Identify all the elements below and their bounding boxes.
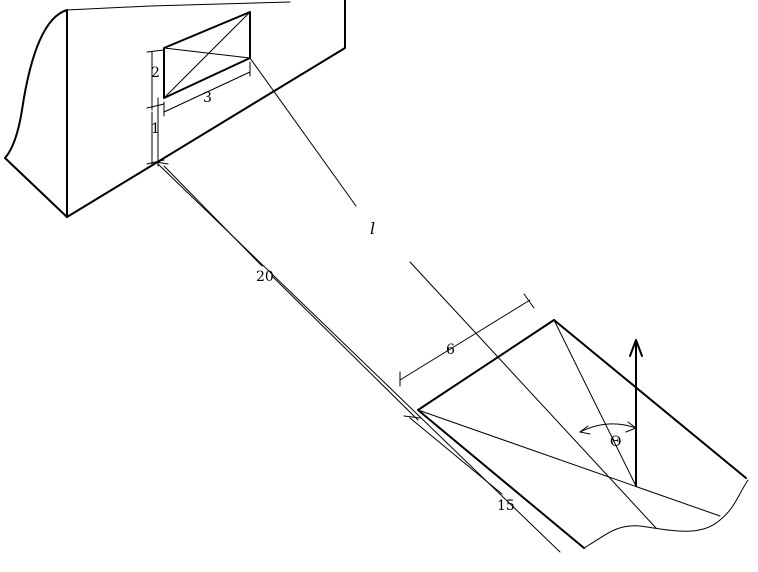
sight-line-lower bbox=[409, 261, 657, 529]
dim-patch-width-line bbox=[399, 299, 531, 381]
label-angle: Θ bbox=[610, 434, 621, 450]
sight-line-upper bbox=[249, 57, 357, 207]
wall-top-edge bbox=[66, 1, 291, 11]
angle-arc bbox=[579, 423, 637, 433]
label-distance: 20 bbox=[256, 269, 274, 285]
dim-distance-tick-top bbox=[155, 161, 169, 165]
patch-right-edge bbox=[553, 319, 747, 479]
window-dimensions bbox=[146, 49, 251, 167]
patch-torn-edge bbox=[583, 479, 749, 549]
window-diagonal-1 bbox=[163, 47, 251, 59]
dim-distance-tick-bottom bbox=[403, 415, 421, 419]
patch-to-point bbox=[553, 319, 637, 487]
patch-width-dimension bbox=[399, 293, 535, 387]
angle-marker bbox=[578, 421, 638, 435]
label-patch-width: 6 bbox=[446, 342, 455, 358]
wall-side-curve bbox=[4, 9, 68, 159]
label-window-height: 2 bbox=[151, 65, 160, 81]
dim-distance-line-upper bbox=[163, 165, 263, 267]
window bbox=[163, 11, 251, 99]
ground-patch bbox=[417, 319, 749, 549]
dim-window-height-tick-top bbox=[146, 49, 165, 53]
label-window-width: 3 bbox=[203, 90, 212, 106]
wall-bottom-edge bbox=[66, 47, 346, 218]
label-sill-height: 1 bbox=[151, 121, 160, 137]
label-patch-length: 15 bbox=[497, 498, 515, 514]
arrow-head-icon bbox=[629, 339, 643, 357]
wall bbox=[4, 0, 346, 218]
wall-side-bottom bbox=[4, 157, 68, 218]
patch-diagonal bbox=[417, 409, 721, 517]
dim-patch-width-tick-right bbox=[523, 293, 535, 309]
sight-line bbox=[249, 57, 657, 529]
patch-left-edge bbox=[417, 409, 585, 549]
label-line-length: l bbox=[370, 219, 375, 238]
patch-top-edge bbox=[417, 319, 555, 411]
distance-dimension bbox=[155, 161, 421, 421]
dim-window-width-line bbox=[163, 71, 251, 113]
ground-line bbox=[157, 163, 561, 553]
window-diagonal-2 bbox=[163, 11, 251, 99]
angle-arrow-right-icon bbox=[625, 421, 638, 433]
angle-arrow-left-icon bbox=[578, 425, 591, 435]
dim-patch-length-line bbox=[409, 417, 503, 495]
dim-window-height-tick-bottom bbox=[146, 103, 165, 109]
dim-distance-line-lower bbox=[271, 275, 419, 421]
normal-vector bbox=[629, 339, 643, 487]
